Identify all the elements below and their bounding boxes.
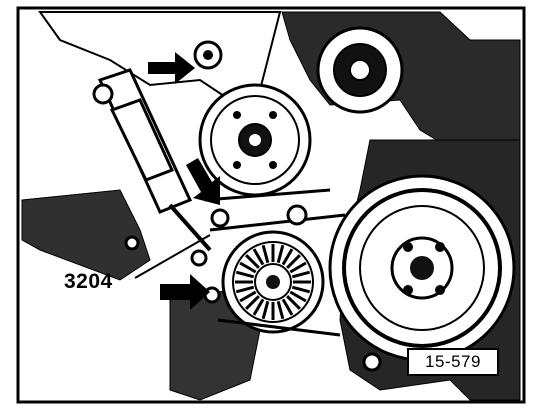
water-pump-pulley xyxy=(316,26,404,114)
tool-callout-label: 3204 xyxy=(64,270,113,293)
pulley-spoke xyxy=(281,248,294,266)
arrow-icon xyxy=(148,52,195,84)
pulley-spoke xyxy=(252,248,265,266)
pulley-spoke xyxy=(281,298,294,316)
pulley-spoke xyxy=(235,285,255,294)
pulley-spoke xyxy=(252,298,265,316)
mounting-bolts xyxy=(124,204,382,372)
pulley-spoke xyxy=(276,300,285,320)
figure-reference-code: 15-579 xyxy=(407,348,499,376)
upper-guide-pulley xyxy=(193,40,223,70)
pulley-spoke xyxy=(289,290,307,303)
pulley-spoke xyxy=(261,244,270,264)
pulley-spoke xyxy=(286,295,301,310)
drive-belt xyxy=(204,188,346,337)
pulley-spoke xyxy=(245,295,260,310)
pulley-spoke xyxy=(245,254,260,269)
pulley-spoke xyxy=(239,261,257,274)
pulley-spoke xyxy=(291,285,311,294)
pulley-spoke xyxy=(289,261,307,274)
left-housing-panel xyxy=(38,11,282,102)
crankshaft-pulley xyxy=(328,174,516,362)
pulley-spoke xyxy=(276,244,285,264)
tensioner-strut xyxy=(92,68,212,252)
arrow-icon xyxy=(160,274,210,310)
idler-pulley xyxy=(198,83,312,197)
pulley-spoke xyxy=(261,300,270,320)
arrow-icon xyxy=(186,158,220,205)
tensioner-pulley xyxy=(221,230,325,334)
pulley-spoke xyxy=(291,270,311,279)
pulley-spoke xyxy=(239,290,257,303)
callout-leader xyxy=(134,234,211,279)
pulley-spoke xyxy=(235,270,255,279)
pulley-spoke xyxy=(286,254,301,269)
